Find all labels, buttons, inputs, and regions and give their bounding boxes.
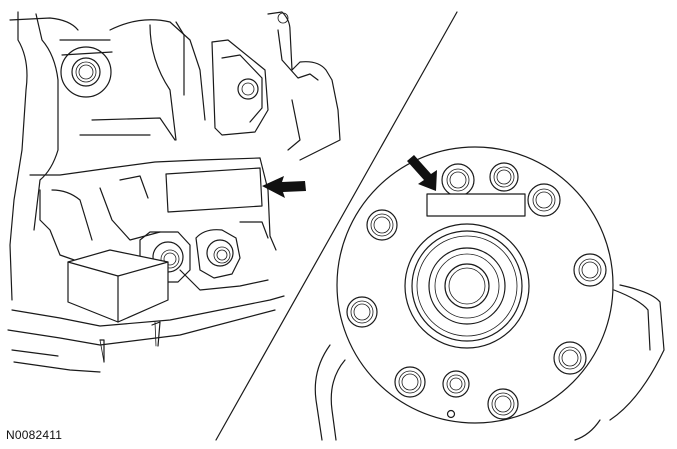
figure-id-label: N0082411 [6, 428, 63, 442]
mounting-ear [211, 39, 269, 136]
callout-arrow-left [262, 176, 306, 198]
threaded-boss-2 [195, 229, 241, 279]
label-box-right [426, 193, 526, 217]
callout-arrow-right [407, 155, 437, 191]
support-pad [67, 249, 169, 323]
panel-divider [215, 11, 458, 441]
engine-block-view [7, 11, 341, 373]
hub-center [404, 223, 530, 349]
bolt-boss-top [60, 46, 112, 98]
flywheel-hub-view [314, 146, 665, 441]
label-box-left [165, 167, 263, 213]
hub-flange [336, 146, 614, 424]
bolt-holes [346, 162, 607, 420]
